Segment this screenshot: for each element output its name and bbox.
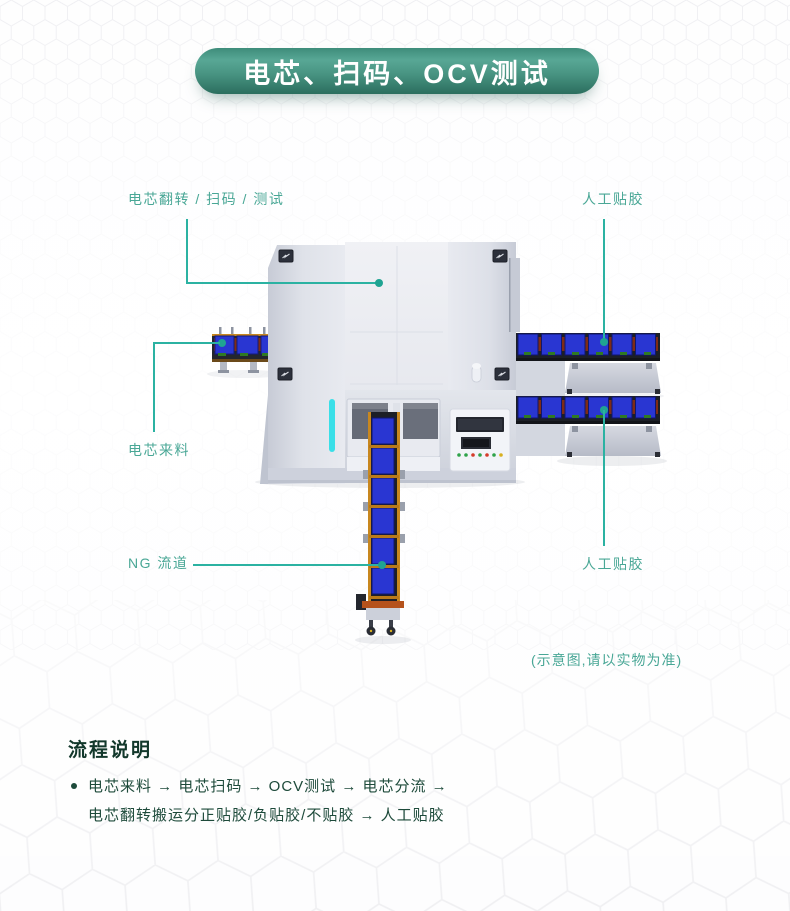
warning-label-icon (278, 249, 294, 263)
callout-dot (600, 338, 608, 346)
control-panel (449, 408, 511, 472)
callout-label-manual-taping-bottom: 人工贴胶 (582, 556, 644, 572)
callout-line (603, 219, 605, 339)
caster-wheels (366, 620, 396, 636)
callout-label-flip-scan-test: 电芯翻转 / 扫码 / 测试 (128, 191, 285, 207)
callout-label-manual-taping-top: 人工贴胶 (582, 191, 644, 207)
callout-label-ng-channel: NG 流道 (128, 555, 189, 571)
callout-line (186, 219, 188, 283)
ng-conveyor (356, 412, 405, 636)
callout-line (154, 342, 220, 344)
flow-line-1: 电芯来料 → 电芯扫码 → OCV测试 → 电芯分流 → (88, 778, 448, 795)
callout-line (193, 564, 380, 566)
bullet-icon (71, 783, 77, 789)
cyan-accent-strip (329, 399, 335, 452)
page-title: 电芯、扫码、OCV测试 (243, 58, 551, 89)
control-buttons (457, 453, 503, 457)
flow-description: 电芯来料 → 电芯扫码 → OCV测试 → 电芯分流 → 电芯翻转搬运分正贴胶/… (68, 772, 548, 830)
warning-label-icon (492, 249, 508, 263)
callout-line (186, 282, 379, 284)
callout-line (153, 342, 155, 432)
callout-line (603, 410, 605, 546)
incoming-conveyor (212, 327, 278, 373)
callout-dot (218, 339, 226, 347)
callout-dot (375, 279, 383, 287)
callout-label-cell-incoming: 电芯来料 (128, 442, 190, 458)
callout-dot (378, 561, 386, 569)
title-banner: 电芯、扫码、OCV测试 (195, 48, 599, 94)
valve-handle (471, 363, 482, 383)
disclaimer-note: (示意图,请以实物为准) (531, 652, 683, 668)
machine-illustration (207, 242, 667, 644)
door-window-right (403, 403, 438, 439)
machine-left-tower (268, 245, 345, 484)
warning-label-icon (494, 367, 510, 381)
flow-heading: 流程说明 (68, 740, 153, 761)
warning-label-icon (277, 367, 293, 381)
flow-line-2: 电芯翻转搬运分正贴胶/负贴胶/不贴胶 → 人工贴胶 (88, 807, 445, 824)
